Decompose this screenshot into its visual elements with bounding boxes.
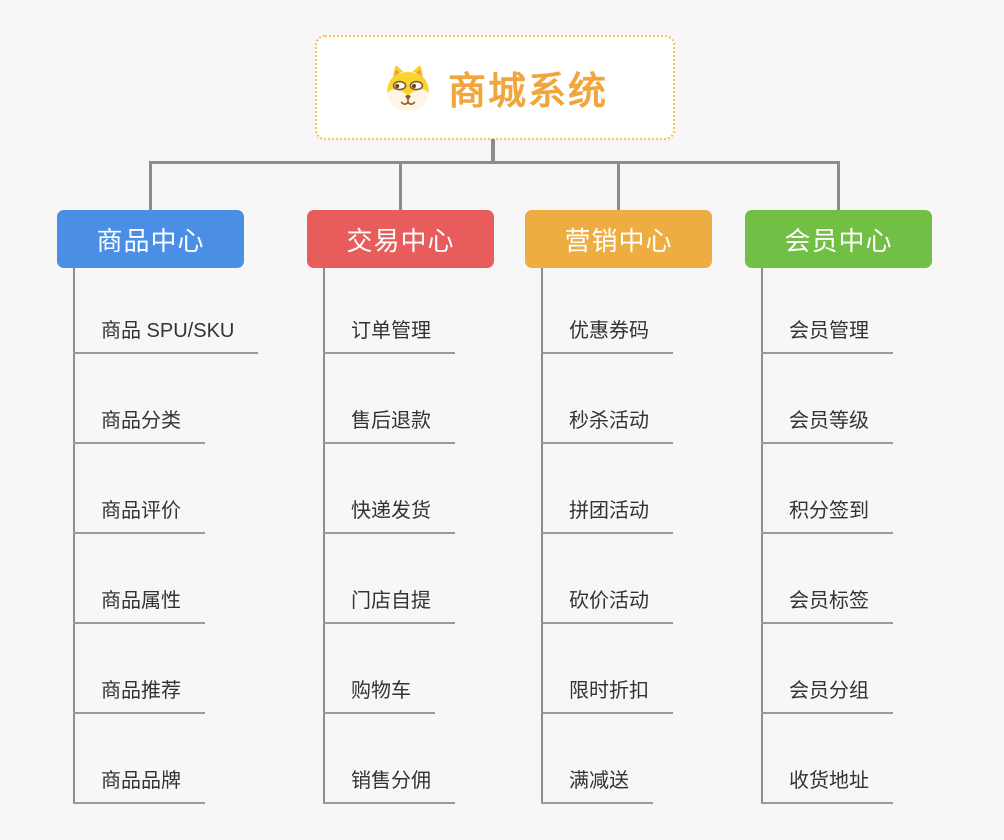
branch-item[interactable]: 订单管理: [323, 319, 455, 354]
connector-trunk: [323, 268, 325, 804]
branch-item[interactable]: 优惠券码: [541, 319, 673, 354]
branch-item[interactable]: 商品属性: [73, 589, 205, 624]
branch-item[interactable]: 商品 SPU/SKU: [73, 319, 259, 354]
branch-node[interactable]: 商品中心: [57, 210, 244, 268]
branch-item[interactable]: 购物车: [323, 679, 435, 714]
connector-trunk: [541, 268, 543, 804]
branch-item[interactable]: 秒杀活动: [541, 409, 673, 444]
connector-drop: [399, 161, 402, 211]
branch-item[interactable]: 满减送: [541, 769, 653, 804]
branch-node[interactable]: 营销中心: [525, 210, 712, 268]
branch-column: 会员中心会员管理会员等级积分签到会员标签会员分组收货地址: [745, 0, 932, 840]
branch-item[interactable]: 积分签到: [761, 499, 893, 534]
branch-column: 商品中心商品 SPU/SKU 商品分类商品评价商品属性商品推荐商品品牌: [57, 0, 259, 840]
branch-node[interactable]: 会员中心: [745, 210, 932, 268]
branch-item[interactable]: 售后退款: [323, 409, 455, 444]
connector-trunk: [761, 268, 763, 804]
root-node[interactable]: 商城系统: [315, 35, 675, 140]
branch-item[interactable]: 会员等级: [761, 409, 893, 444]
branch-item[interactable]: 门店自提: [323, 589, 455, 624]
branch-column: 营销中心优惠券码秒杀活动拼团活动砍价活动限时折扣满减送: [525, 0, 712, 840]
dog-face-icon: [387, 65, 429, 111]
branch-node[interactable]: 交易中心: [307, 210, 494, 268]
branch-item[interactable]: 砍价活动: [541, 589, 673, 624]
branch-item[interactable]: 商品分类: [73, 409, 205, 444]
branch-item[interactable]: 拼团活动: [541, 499, 673, 534]
branch-item[interactable]: 快递发货: [323, 499, 455, 534]
branch-item[interactable]: 会员分组: [761, 679, 893, 714]
branch-column: 交易中心订单管理售后退款快递发货门店自提购物车销售分佣: [307, 0, 494, 840]
branch-item[interactable]: 收货地址: [761, 769, 893, 804]
branch-item[interactable]: 商品评价: [73, 499, 205, 534]
branch-item[interactable]: 会员管理: [761, 319, 893, 354]
branch-item[interactable]: 商品推荐: [73, 679, 205, 714]
connector-drop: [837, 161, 840, 211]
connector-bus: [149, 161, 840, 164]
connector-drop: [149, 161, 152, 211]
branch-item[interactable]: 商品品牌: [73, 769, 205, 804]
connector-trunk: [73, 268, 75, 804]
root-title: 商城系统: [447, 71, 608, 113]
branch-item[interactable]: 限时折扣: [541, 679, 673, 714]
connector-root-stub: [491, 139, 495, 164]
branch-item[interactable]: 会员标签: [761, 589, 893, 624]
branch-item[interactable]: 销售分佣: [323, 769, 455, 804]
connector-drop: [617, 161, 620, 211]
